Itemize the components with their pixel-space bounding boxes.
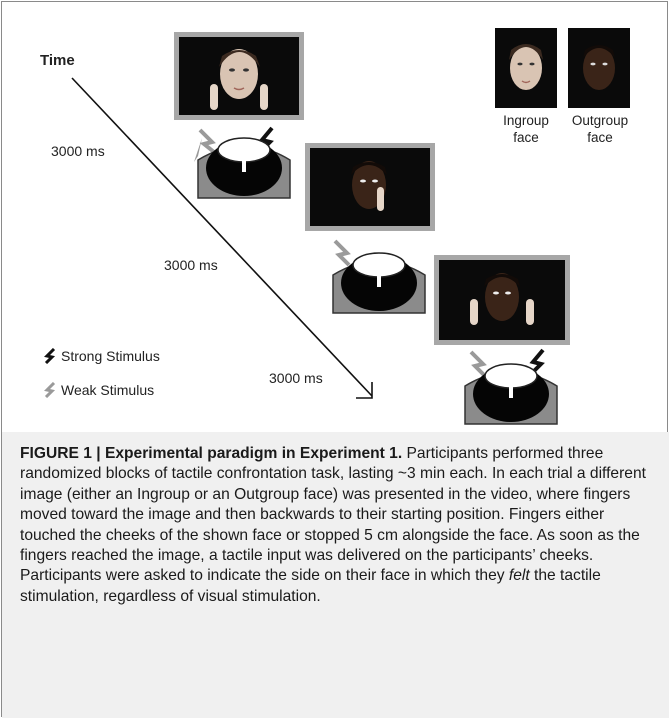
caption-title: FIGURE 1 | Experimental paradigm in Expe… (20, 445, 403, 462)
timeline-arrow (71, 77, 373, 399)
duration-label-2: 3000 ms (164, 257, 218, 273)
ingroup-face-image (495, 28, 557, 108)
legend-strong-label: Strong Stimulus (61, 348, 160, 364)
caption-area: FIGURE 1 | Experimental paradigm in Expe… (2, 432, 669, 718)
lightning-bolt-icon (529, 348, 545, 376)
lightning-bolt-icon (333, 239, 351, 267)
head-top-view-icon (464, 348, 558, 425)
arrow-icon (356, 382, 373, 399)
stimulus-image-3 (434, 255, 570, 345)
figure-caption: FIGURE 1 | Experimental paradigm in Expe… (20, 444, 650, 607)
duration-label-3: 3000 ms (269, 370, 323, 386)
stimulus-image-1 (174, 32, 304, 120)
caption-text: Participants performed three randomized … (20, 445, 646, 585)
lightning-bolt-icon (44, 348, 56, 364)
outgroup-face-label: Outgroup face (571, 113, 629, 145)
legend-weak-label: Weak Stimulus (61, 382, 155, 398)
lightning-bolt-icon (198, 128, 216, 154)
figure-panel: Time 3000 ms 3000 ms 3000 ms (2, 2, 669, 432)
legend-weak: Weak Stimulus (44, 382, 154, 398)
stimulus-image-2 (305, 143, 435, 231)
outgroup-face-image (568, 28, 630, 108)
head-top-view-icon (332, 239, 426, 314)
lightning-bolt-icon (44, 382, 56, 398)
caption-text-end: the tactile stimulation, regardless of v… (20, 567, 601, 605)
caption-italic-word: felt (508, 567, 530, 585)
time-label: Time (40, 52, 75, 69)
lightning-bolt-icon (469, 350, 487, 378)
ingroup-face-label: Ingroup face (503, 113, 549, 145)
legend-strong: Strong Stimulus (44, 348, 160, 364)
duration-label-1: 3000 ms (51, 143, 105, 159)
head-top-view-icon (194, 126, 291, 199)
